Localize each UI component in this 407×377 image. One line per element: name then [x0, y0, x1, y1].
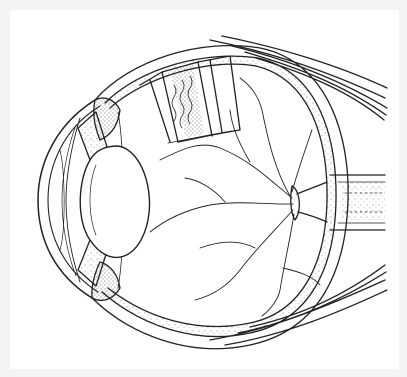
cutaway-window — [140, 56, 240, 143]
optic-nerve — [330, 175, 385, 230]
lens — [80, 146, 149, 257]
